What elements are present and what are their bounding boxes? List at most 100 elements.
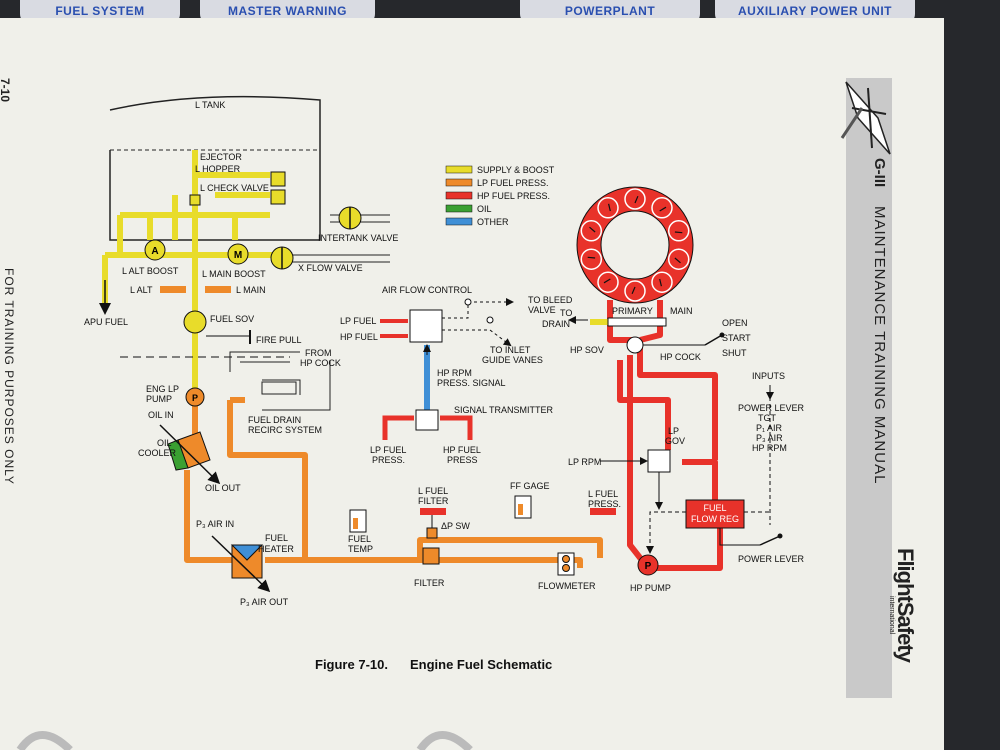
hp-rpm-input-label: HP RPM bbox=[752, 443, 787, 453]
nozzle-arrow-icon bbox=[674, 257, 681, 264]
legend-label: LP FUEL PRESS. bbox=[477, 178, 549, 188]
lp-gov-label-1: LP bbox=[668, 426, 679, 436]
hp-sov bbox=[626, 336, 644, 354]
flowmeter-label: FLOWMETER bbox=[538, 581, 596, 591]
nozzle-arrow-icon bbox=[603, 278, 611, 284]
legend-swatch bbox=[445, 165, 473, 174]
l-fuel-press-label-1: L FUEL bbox=[588, 489, 618, 499]
lp-fuel-lines bbox=[184, 397, 603, 568]
check-valve-small bbox=[189, 194, 201, 206]
flowmeter-rotor-2 bbox=[562, 564, 570, 572]
legend-label: SUPPLY & BOOST bbox=[477, 165, 555, 175]
l-fuel-filter-label-2: FILTER bbox=[418, 496, 449, 506]
oil-cooler-label-2: COOLER bbox=[138, 448, 177, 458]
to-bleed-valve-label-1: TO BLEED bbox=[528, 295, 573, 305]
nozzle-arrow-icon bbox=[587, 256, 596, 259]
fuel-nozzle bbox=[597, 197, 619, 219]
oil-in-label: OIL IN bbox=[148, 410, 174, 420]
hp-cock-label: HP COCK bbox=[660, 352, 701, 362]
nozzle-arrow-icon bbox=[631, 286, 636, 295]
fuel-nozzle bbox=[580, 220, 603, 242]
main-label: MAIN bbox=[670, 306, 693, 316]
l-alt-boost-label: L ALT BOOST bbox=[122, 266, 179, 276]
hp-rpm-label-2: PRESS. SIGNAL bbox=[437, 378, 506, 388]
inlet-node bbox=[486, 316, 494, 324]
fuel-temp-label-2: TEMP bbox=[348, 544, 373, 554]
lp-fuel-press-label-2: PRESS. bbox=[372, 455, 405, 465]
hp-fuel-press-label-2: PRESS bbox=[447, 455, 478, 465]
delta-p-switch bbox=[426, 527, 438, 539]
combustor-inner bbox=[600, 210, 670, 280]
to-inlet-label-2: GUIDE VANES bbox=[482, 355, 543, 365]
nozzle-arrow-icon bbox=[659, 206, 667, 212]
to-inlet-vanes-arrow bbox=[442, 329, 512, 347]
lp-press-input-line bbox=[382, 415, 414, 440]
to-inlet-label-1: TO INLET bbox=[490, 345, 531, 355]
fuel-flow-regulator bbox=[685, 499, 745, 529]
hp-fuel-lines bbox=[607, 300, 723, 571]
drain-recirc-outline bbox=[229, 351, 331, 411]
fuel-sov bbox=[183, 310, 207, 334]
alt-boost-pump bbox=[144, 239, 166, 261]
figure-number: Figure 7-10. bbox=[315, 657, 388, 672]
l-main-light bbox=[205, 286, 231, 293]
hp-pump-label: HP PUMP bbox=[630, 583, 671, 593]
p3-air-label: P₃ AIR bbox=[756, 433, 783, 443]
to-drain-label-1: TO bbox=[560, 308, 572, 318]
ff-gage-label: FF GAGE bbox=[510, 481, 550, 491]
signal-transmitter bbox=[415, 409, 439, 431]
start-label: START bbox=[722, 333, 751, 343]
apu-fuel-label: APU FUEL bbox=[84, 317, 128, 327]
bleed-node bbox=[464, 298, 472, 306]
l-fuel-filter-label-1: L FUEL bbox=[418, 486, 448, 496]
power-lever-pivot bbox=[777, 533, 783, 539]
fuel-nozzle bbox=[667, 220, 690, 242]
fuel-heater-label-1: FUEL bbox=[265, 533, 288, 543]
shut-label: SHUT bbox=[722, 348, 747, 358]
power-lever-link bbox=[719, 528, 760, 546]
from-hp-cock-label-2: HP COCK bbox=[300, 358, 341, 368]
p3-air-out-label: P₃ AIR OUT bbox=[240, 597, 289, 607]
oil-cooler-label-1: OIL bbox=[157, 438, 172, 448]
eng-lp-pump-label-2: PUMP bbox=[146, 394, 172, 404]
title-banner bbox=[846, 78, 892, 698]
nozzle-arrow-icon bbox=[634, 195, 639, 204]
fuel-nozzle bbox=[651, 271, 673, 293]
legend-swatch bbox=[445, 178, 473, 187]
fuel-temp-label-1: FUEL bbox=[348, 534, 371, 544]
fuel-flow-reg-label-2: FLOW REG bbox=[691, 514, 739, 524]
l-tank-outline bbox=[109, 95, 321, 241]
lp-governor bbox=[647, 449, 671, 473]
power-lever-handle bbox=[759, 535, 781, 546]
fuel-flow-reg-label-1: FUEL bbox=[703, 503, 726, 513]
eng-lp-pump-label-1: ENG LP bbox=[146, 384, 179, 394]
combustor-ring bbox=[576, 186, 694, 304]
x-flow-valve-label: X FLOW VALVE bbox=[298, 263, 363, 273]
power-lever-label: POWER LEVER bbox=[738, 554, 805, 564]
manual-page: 7-10 FOR TRAINING PURPOSES ONLY G-III MA… bbox=[0, 18, 944, 750]
l-check-valve-label: L CHECK VALVE bbox=[200, 183, 269, 193]
nozzle-arrow-icon bbox=[659, 278, 662, 287]
l-main-boost-label: L MAIN BOOST bbox=[202, 269, 266, 279]
legend-swatch bbox=[445, 217, 473, 226]
hp-fuel-press-label-1: HP FUEL bbox=[443, 445, 481, 455]
filter-label: FILTER bbox=[414, 578, 445, 588]
airplane-logo-icon bbox=[840, 81, 891, 155]
primary-main-manifold bbox=[607, 317, 667, 327]
lp-fuel-label: LP FUEL bbox=[340, 316, 376, 326]
fuel-drain-label-1: FUEL DRAIN bbox=[248, 415, 301, 425]
tgt-label: TGT bbox=[758, 413, 776, 423]
nozzle-arrow-icon bbox=[674, 231, 683, 234]
l-fuel-press-light bbox=[590, 508, 616, 515]
legend-label: OTHER bbox=[477, 217, 509, 227]
air-flow-control-label: AIR FLOW CONTROL bbox=[382, 285, 472, 295]
legend-swatch bbox=[445, 191, 473, 200]
hp-cock-pivot bbox=[719, 332, 725, 338]
lp-fuel-press-label-1: LP FUEL bbox=[370, 445, 406, 455]
signal-transmitter-label: SIGNAL TRANSMITTER bbox=[454, 405, 554, 415]
oil-cooler bbox=[159, 424, 221, 485]
lp-pump-p-label: P bbox=[192, 393, 198, 403]
delta-p-sw-label: ΔP SW bbox=[441, 521, 470, 531]
